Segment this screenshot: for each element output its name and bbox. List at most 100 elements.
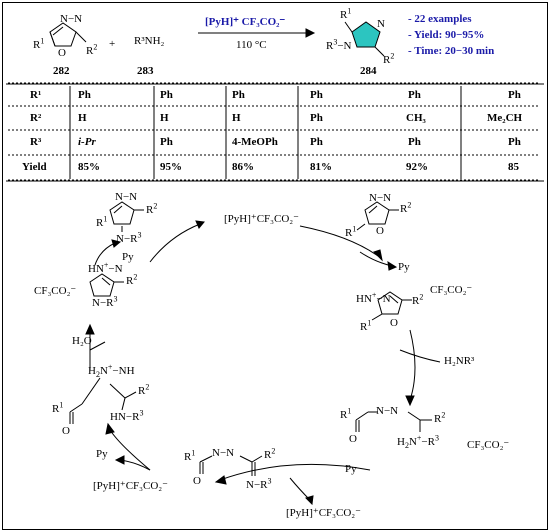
label-n-284: N [377,18,385,30]
side-arrow-catalyst-bottom [289,477,311,501]
cycle-amidrazone-nr3: N−R3 [246,476,272,491]
py-released-right: Py [398,261,410,273]
cycle-hydrazinium-h2n: H2N+−NH [88,362,135,380]
counter-anion-bottom-right: CF₃CO₂⁻ [467,439,510,451]
cycle-amidrazone [199,455,263,476]
cycle-arrow-2 [409,329,416,401]
cycle-amidrazone-o: O [193,475,201,487]
row-header-r2: R² [30,112,42,124]
cycle-arrow-1 [299,225,379,257]
catalyst-top: [PyH]⁺CF₃CO₂⁻ [224,213,299,225]
cycle-protonated-triazole-r3: N−R3 [92,294,118,309]
cycle-acyl-amidrazone [355,411,432,432]
compound-282-label: 282 [53,65,70,77]
side-arrow-catalyst-release [149,223,201,263]
cycle-amidrazone-nhn: N−N [212,447,235,459]
table-cell: Ph [232,89,245,101]
table-cell: 4-MeOPh [232,136,278,148]
reaction-temperature: 110 °C [236,39,267,51]
table-cell: Me₂CH [487,112,523,124]
cycle-protonated-oxadiazole-o: O [390,317,398,329]
cycle-protonated-oxadiazole-hn: HN+−N [356,290,391,305]
cycle-acyl-nhn: N−N [376,405,399,417]
cycle-protonated-oxadiazole-r2: R2 [412,292,424,307]
label-r1-282: R1 [33,36,45,51]
side-arrow-water [89,341,106,351]
cycle-protonated-triazole [89,273,124,297]
table-cell: H [78,112,87,124]
cycle-oxadiazole-o: O [376,225,384,237]
cycle-product-n-label: N−N [115,191,138,203]
oxadiazole-282-structure [49,22,87,47]
water-released: H₂O [72,335,92,347]
reaction-reagent: [PyH]⁺ CF₃CO₂⁻ [205,16,286,28]
cycle-amidrazone-r1: R1 [184,448,196,463]
py-bottom-right: Py [345,463,357,475]
cycle-arrow-3 [219,463,371,481]
table-cell: 95% [160,161,182,173]
table-cell: Ph [408,89,421,101]
compound-284-label: 284 [360,65,377,77]
cycle-acyl-r2: R2 [434,410,446,425]
cycle-acyl-h2n: H2N+−R3 [397,433,439,451]
cycle-product-r3: N−R3 [116,230,142,245]
label-o-282: O [58,47,66,59]
table-cell: Ph [160,136,173,148]
table-cell: Ph [310,112,323,124]
cycle-protonated-oxadiazole-r1: R1 [360,318,372,333]
amine-in: H₂NR³ [444,355,475,367]
cycle-arrow-6 [94,242,116,266]
table-cell: 81% [310,161,332,173]
cycle-hydrazinium-intermediate [69,377,137,424]
table-cell: 85 [508,161,519,173]
label-r1-284: R1 [340,6,352,21]
cycle-acyl-r1: R1 [340,406,352,421]
amine-reagent: R³NH₂ [134,35,165,47]
cycle-triazole-product [109,201,144,232]
cycle-oxadiazole-r2: R2 [400,200,412,215]
side-arrow-amine-in [399,349,441,363]
cycle-protonated-oxadiazole [371,291,412,321]
counter-anion-right: CF₃CO₂⁻ [430,284,473,296]
note-yield: - Yield: 90−95% [408,29,485,41]
cycle-product-r2: R2 [146,201,158,216]
table-cell: Ph [408,136,421,148]
py-lower-left: Py [96,448,108,460]
cycle-arrow-4 [109,429,151,471]
catalyst-bottom: [PyH]⁺CF₃CO₂⁻ [286,507,361,519]
note-time: - Time: 20−30 min [408,45,495,57]
table-cell: H [160,112,169,124]
cycle-oxadiazole [356,201,399,231]
note-examples: - 22 examples [408,13,472,25]
row-header-yield: Yield [22,161,47,173]
table-cell: Ph [508,89,521,101]
counter-anion-left: CF₃CO₂⁻ [34,285,77,297]
table-cell: Ph [78,89,91,101]
cycle-product-r1: R1 [96,214,108,229]
label-r2-284: R2 [383,51,395,66]
table-cell: Ph [310,136,323,148]
cycle-protonated-triazole-hn: HN+−N [88,260,123,275]
table-cell: 85% [78,161,100,173]
py-upper-left: Py [122,251,134,263]
label-r3-284: R3−N [326,37,352,52]
table-cell: i-Pr [78,136,96,148]
table-grid [6,82,544,182]
table-cell: Ph [160,89,173,101]
label-n-282: N−N [60,13,83,25]
catalyst-lower-left: [PyH]⁺CF₃CO₂⁻ [93,480,168,492]
cycle-protonated-triazole-r2: R2 [126,272,138,287]
label-r2-282: R2 [86,42,98,57]
plus-sign: + [109,38,116,50]
table-cell: Ph [310,89,323,101]
cycle-oxadiazole-n: N−N [369,192,392,204]
cycle-hydrazinium-o: O [62,425,70,437]
row-header-r1: R¹ [30,89,42,101]
table-cell: 92% [406,161,428,173]
table-cell: CH₃ [406,112,426,124]
cycle-oxadiazole-r1: R1 [345,224,357,239]
cycle-amidrazone-r2: R2 [264,446,276,461]
cycle-acyl-o: O [349,433,357,445]
triazole-284-structure [344,21,385,57]
